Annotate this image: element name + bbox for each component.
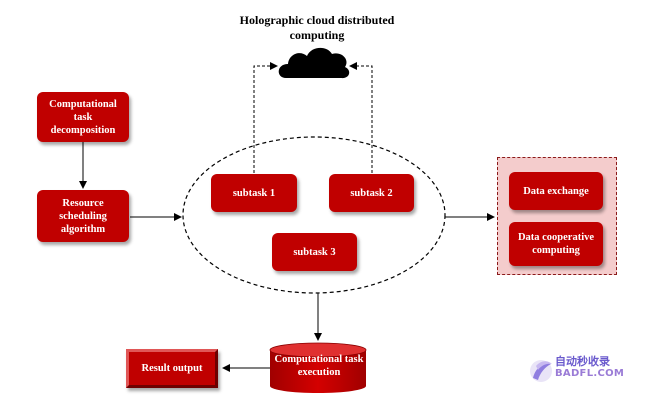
node-task-execution: Computational task execution bbox=[274, 354, 364, 378]
node-task-decomposition: Computational task decomposition bbox=[37, 92, 129, 142]
watermark-text: 自动秒收录 BADFL.COM bbox=[555, 356, 624, 380]
arrow-subtask2-to-cloud bbox=[349, 62, 373, 173]
watermark-en: BADFL.COM bbox=[555, 368, 625, 379]
node-resource-scheduling: Resource scheduling algorithm bbox=[37, 190, 129, 242]
node-result-output: Result output bbox=[126, 349, 218, 388]
execution-cylinder bbox=[269, 342, 367, 393]
node-data-cooperative-computing: Data cooperative computing bbox=[509, 222, 603, 266]
watermark-logo-icon bbox=[530, 360, 552, 382]
watermark-cn: 自动秒收录 bbox=[555, 355, 610, 368]
subtask-group-ellipse bbox=[182, 136, 446, 294]
node-subtask-2: subtask 2 bbox=[329, 174, 414, 212]
node-subtask-1: subtask 1 bbox=[211, 174, 297, 212]
cloud-icon bbox=[278, 47, 350, 79]
node-subtask-3: subtask 3 bbox=[272, 233, 357, 271]
arrow-subtask1-to-cloud bbox=[253, 62, 278, 173]
diagram-title: Holographic cloud distributed computing bbox=[239, 13, 395, 42]
node-data-exchange: Data exchange bbox=[509, 172, 603, 210]
watermark: 自动秒收录 BADFL.COM bbox=[528, 356, 624, 380]
